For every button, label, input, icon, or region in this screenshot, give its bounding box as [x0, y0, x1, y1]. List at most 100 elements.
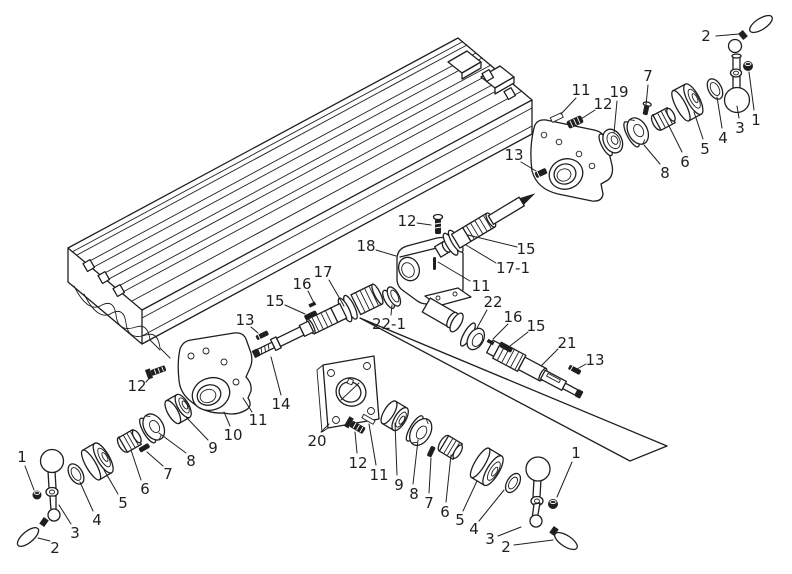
part-label-15: 15 — [265, 292, 284, 310]
labels-layer: 2134567819111213121517-1111817161522-122… — [17, 27, 761, 557]
part-label-1: 1 — [17, 448, 27, 466]
part-label-14: 14 — [271, 395, 290, 413]
crank-ball — [525, 456, 551, 482]
leader-line — [223, 411, 231, 427]
part-label-2: 2 — [501, 538, 511, 556]
crank-handle-mid — [525, 456, 578, 551]
part-label-16: 16 — [292, 275, 311, 293]
part-label-2: 2 — [50, 539, 60, 557]
leader-line — [643, 144, 661, 165]
part-label-3: 3 — [485, 530, 495, 548]
leader-line — [576, 363, 587, 370]
leader-line — [445, 454, 452, 503]
leader-line — [375, 249, 397, 257]
leader-line — [513, 539, 554, 546]
bushing-6-mid — [437, 434, 464, 460]
part-label-11: 11 — [571, 81, 590, 99]
dial-5-right — [671, 83, 704, 122]
part-label-12: 12 — [593, 95, 612, 113]
leader-line — [580, 109, 596, 120]
bearing-19 — [598, 128, 624, 157]
part-label-10: 10 — [223, 426, 242, 444]
leader-line — [416, 222, 432, 226]
flange-8-right — [623, 117, 650, 148]
leader-line — [412, 439, 419, 485]
crank-ball — [39, 448, 65, 474]
part-label-7: 7 — [643, 67, 653, 85]
pin-13-tr — [534, 168, 548, 178]
part-label-3: 3 — [70, 524, 80, 542]
part-label-13: 13 — [504, 146, 523, 164]
leader-line — [146, 451, 164, 467]
leader-line — [560, 97, 577, 115]
part-label-1: 1 — [751, 111, 761, 129]
leader-line — [509, 331, 529, 347]
leader-line — [307, 290, 315, 304]
part-label-12: 12 — [397, 212, 416, 230]
leader-line — [354, 431, 358, 454]
screw-12-mid — [343, 416, 366, 434]
leader-line — [79, 481, 94, 512]
part-label-21: 21 — [557, 334, 576, 352]
leader-line — [242, 397, 253, 413]
part-label-6: 6 — [140, 480, 150, 498]
leader-line — [476, 309, 488, 329]
screw-7-right — [642, 101, 652, 116]
part-label-15: 15 — [526, 317, 545, 335]
leader-line — [716, 96, 723, 129]
part-label-11: 11 — [369, 466, 388, 484]
gib-wedge — [359, 317, 668, 462]
screw-7-left — [138, 443, 150, 453]
end-bracket-right — [530, 119, 614, 202]
leader-line — [158, 432, 187, 454]
leader-line — [748, 71, 755, 111]
bushing-22-1 — [382, 286, 402, 310]
leader-line — [520, 161, 537, 172]
pin-13-right — [568, 365, 582, 375]
part-label-1: 1 — [571, 444, 581, 462]
saddle-scallops — [73, 285, 171, 359]
screw-12-left — [144, 365, 167, 380]
leader-line — [390, 304, 393, 316]
pin-11-mid — [361, 413, 376, 425]
work-table — [67, 37, 533, 359]
bushing-6-right — [650, 107, 676, 131]
washer-4-right — [706, 78, 724, 100]
screw-7-mid — [427, 445, 436, 458]
lead-screw-21 — [485, 339, 584, 399]
pin-11-tr — [549, 112, 564, 123]
washer-4-left — [67, 463, 85, 485]
nut-1-left — [32, 490, 42, 500]
fasteners — [138, 101, 652, 458]
screw-12-tr — [566, 115, 584, 129]
part-label-11: 11 — [248, 411, 267, 429]
flange-20 — [316, 355, 380, 433]
leader-line — [145, 373, 154, 383]
part-label-17-1: 17-1 — [496, 259, 530, 277]
leader-line — [37, 537, 51, 542]
leader-line — [540, 348, 559, 367]
leader-line — [462, 480, 478, 512]
leader-line — [103, 469, 119, 495]
leader-line — [437, 261, 471, 282]
key-15-left — [304, 310, 318, 320]
part-label-17: 17 — [313, 263, 332, 281]
part-label-12: 12 — [348, 454, 367, 472]
leader-line — [492, 323, 509, 340]
dial-5-left — [80, 442, 114, 481]
washer-4-mid — [504, 472, 522, 494]
crank-handle-left — [16, 448, 65, 548]
leader-line — [368, 423, 377, 466]
dial-5-mid — [469, 447, 504, 487]
part-label-5: 5 — [118, 494, 128, 512]
crank-grip — [554, 531, 578, 551]
part-label-6: 6 — [440, 503, 450, 521]
part-label-3: 3 — [735, 119, 745, 137]
leader-line — [693, 111, 704, 140]
leader-line — [613, 100, 618, 134]
bearing-9-left — [164, 393, 192, 425]
part-label-4: 4 — [469, 520, 479, 538]
leader-line — [715, 33, 740, 37]
crank-grip — [749, 14, 773, 34]
leader-line — [270, 356, 282, 396]
